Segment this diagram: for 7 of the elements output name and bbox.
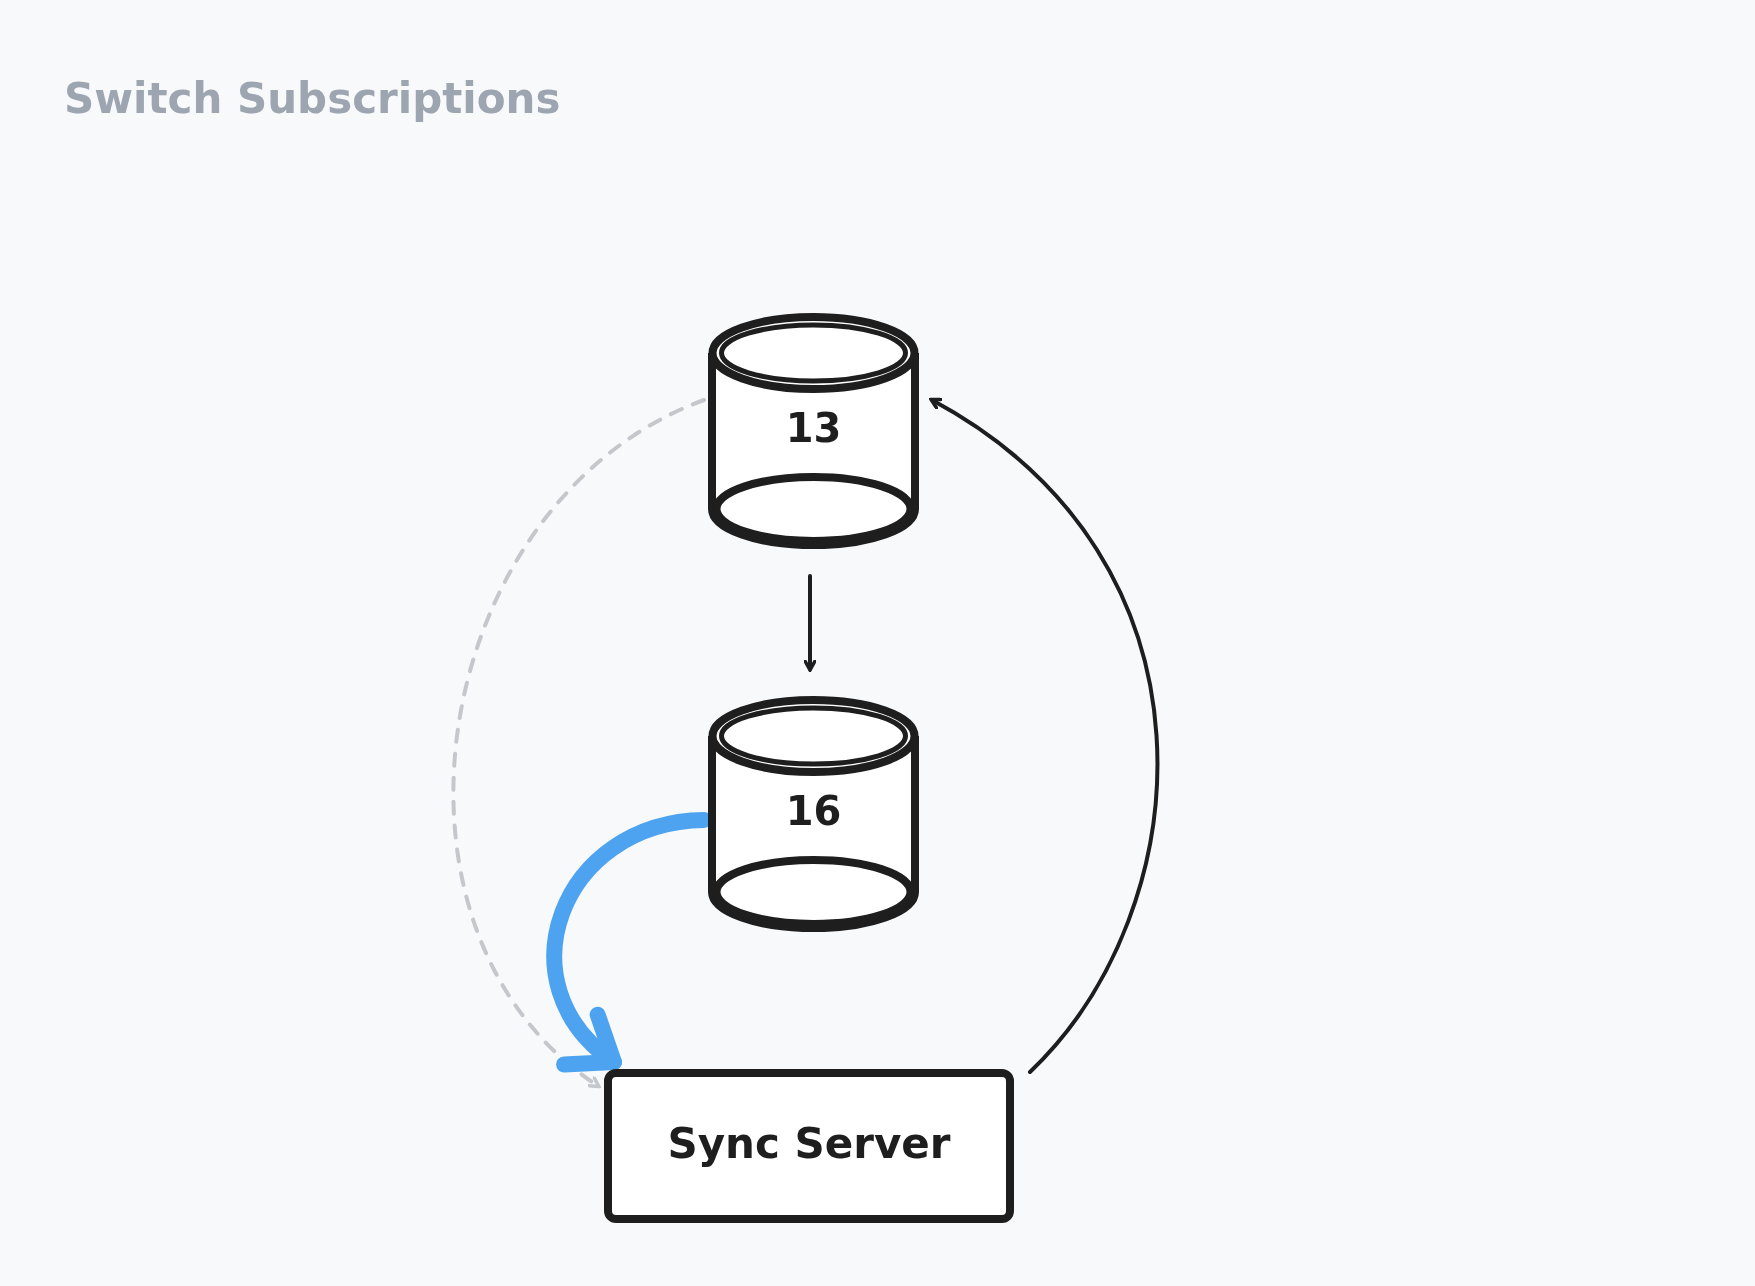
diagram-title: Switch Subscriptions: [64, 74, 561, 123]
arrow: [929, 397, 1159, 1074]
database-label: 16: [784, 788, 843, 834]
database-label: 13: [784, 405, 843, 451]
arrow: [451, 398, 706, 1089]
server-label: Sync Server: [666, 1119, 952, 1168]
arrow: [803, 574, 817, 672]
